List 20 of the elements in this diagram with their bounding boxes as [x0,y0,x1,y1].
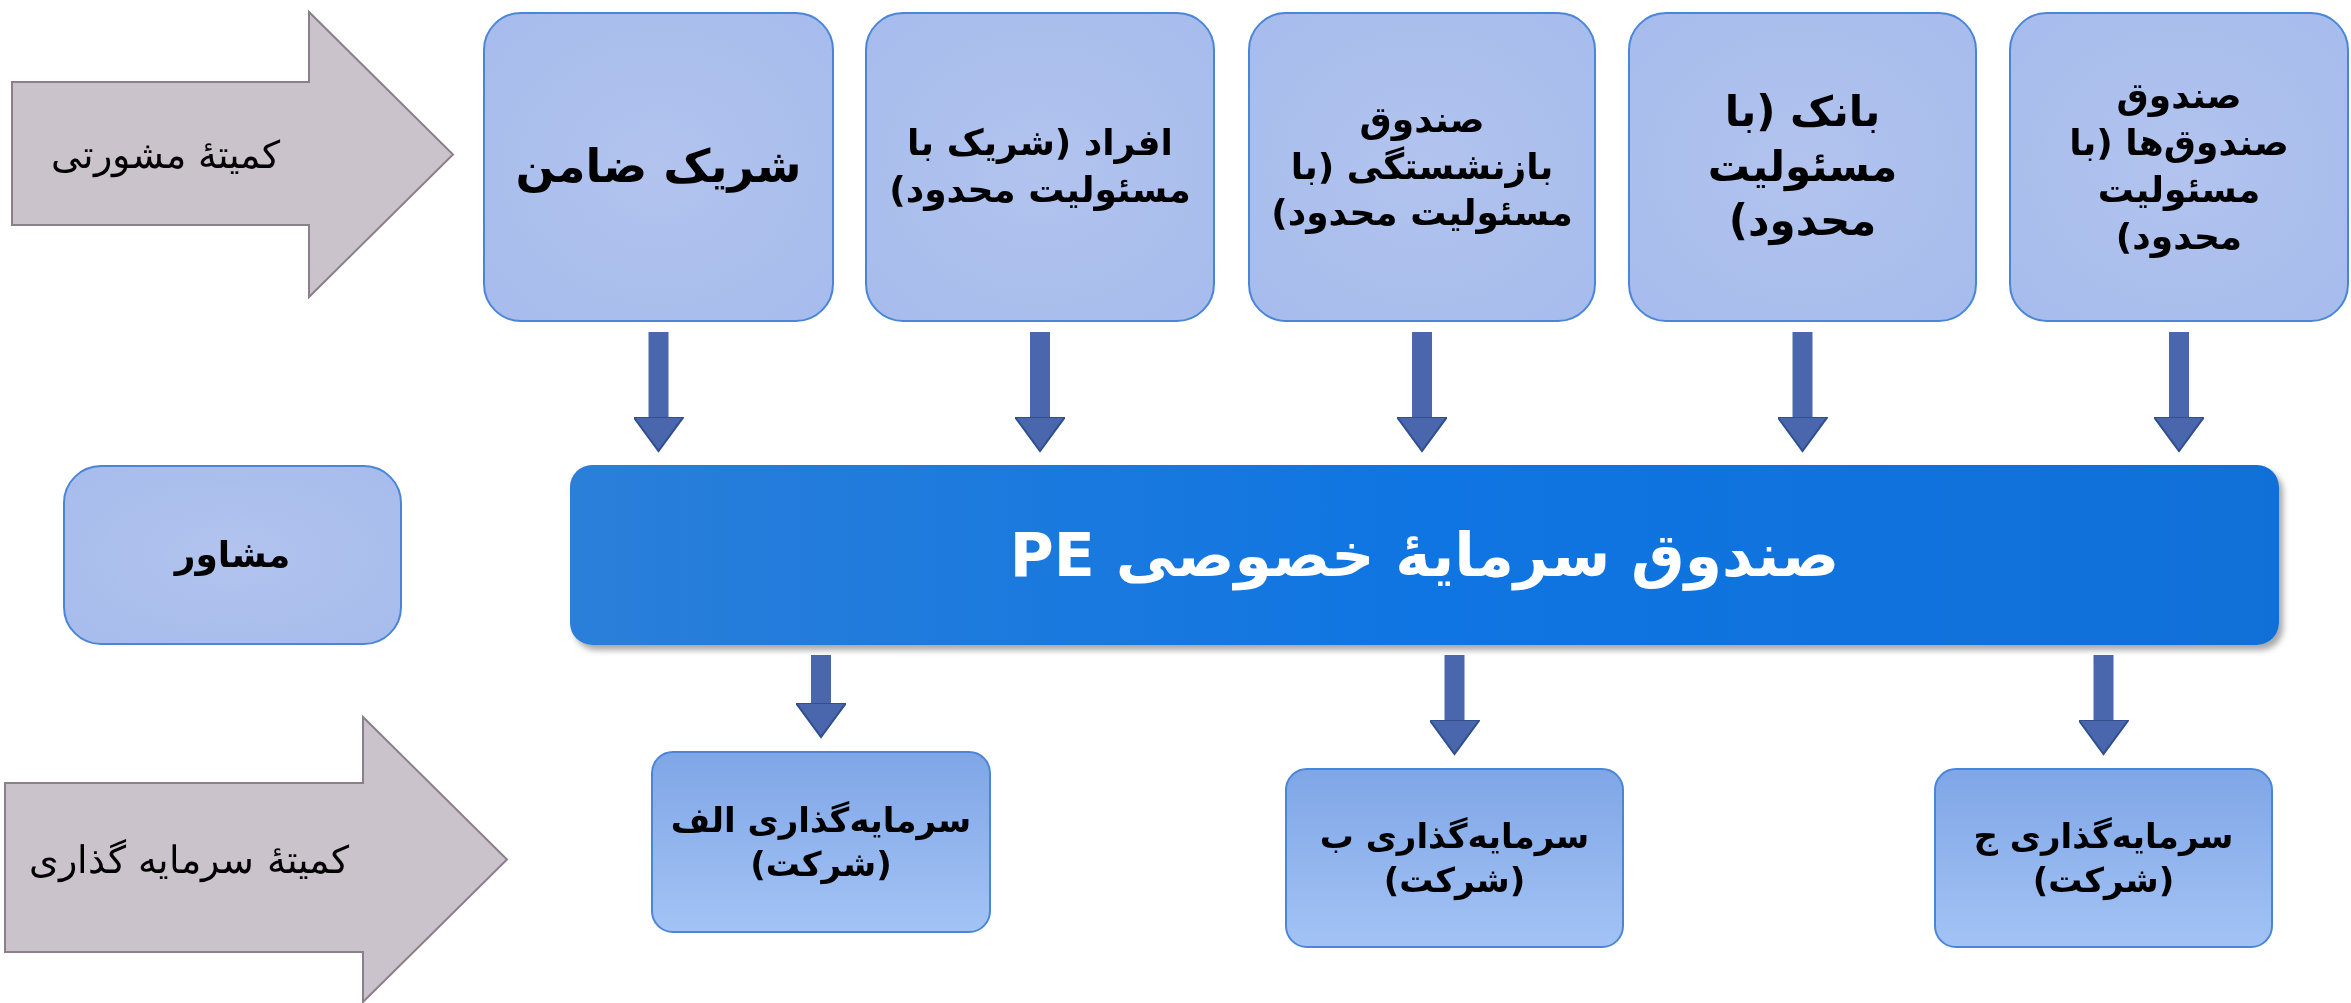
arrow [1396,332,1448,452]
process-box: مشاور [63,465,402,645]
process-box: افراد (شریک با مسئولیت محدود) [865,12,1215,322]
fund-box: صندوق سرمایهٔ خصوصی PE [570,465,2279,645]
arrow [1776,332,1829,452]
arrow [2153,332,2205,452]
investment-box: سرمایه‌گذاری الف (شرکت) [651,751,991,933]
arrow [2077,655,2130,755]
arrow [1014,332,1066,452]
process-box: صندوق بازنشستگی (با مسئولیت محدود) [1248,12,1596,322]
arrow [632,332,685,452]
arrow [795,655,847,738]
arrow-label: کمیتهٔ مشورتی [49,132,282,177]
process-box: بانک (با مسئولیت محدود) [1628,12,1977,322]
process-box: صندوق صندوق‌ها (با مسئولیت محدود) [2009,12,2349,322]
arrow-label: کمیتهٔ سرمایه گذاری [28,837,350,882]
process-box: شریک ضامن [483,12,834,322]
investment-box: سرمایه‌گذاری ب (شرکت) [1285,768,1624,948]
investment-box: سرمایه‌گذاری ج (شرکت) [1934,768,2273,948]
arrow [1428,655,1481,755]
